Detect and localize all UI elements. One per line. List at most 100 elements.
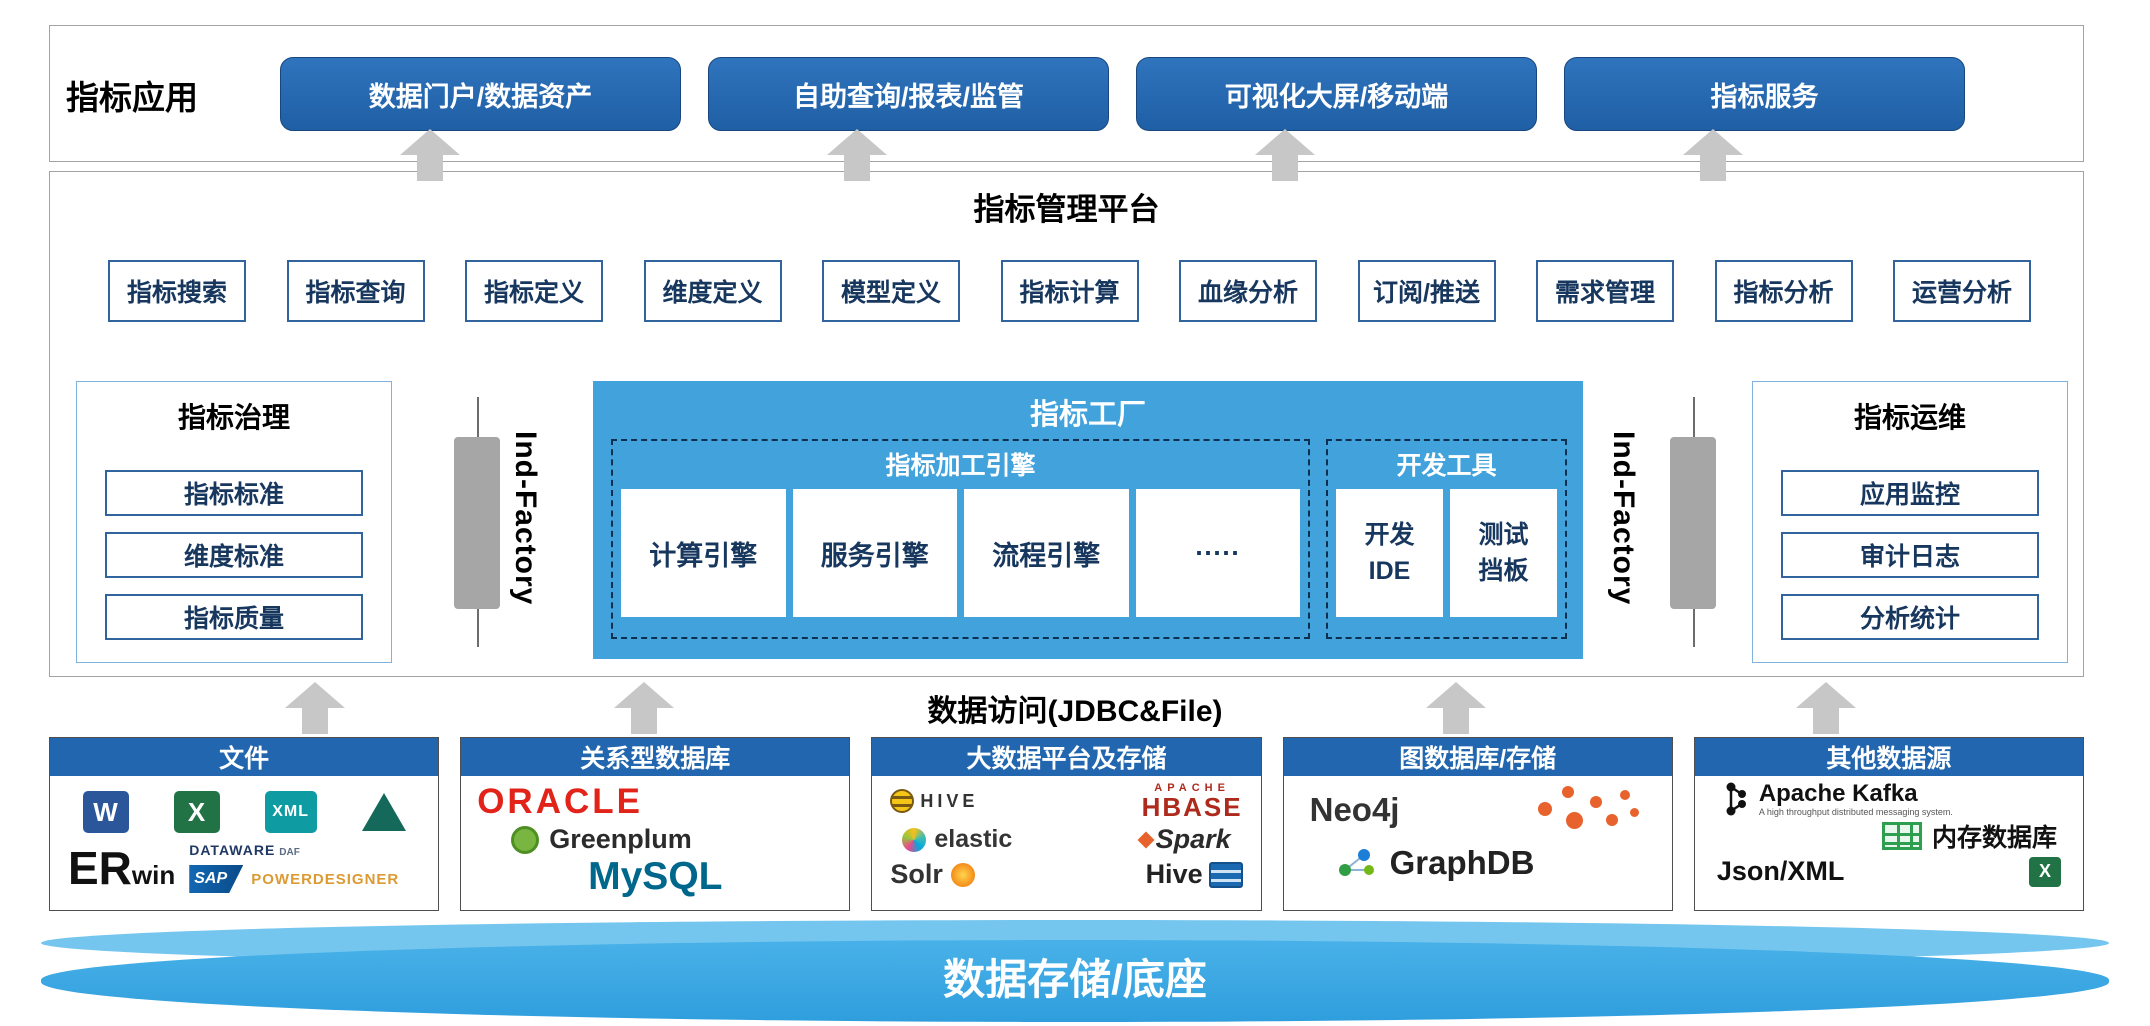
devtools-title: 开发工具 bbox=[1396, 452, 1497, 480]
tool-dev-line2: IDE bbox=[1368, 557, 1411, 585]
engine-service: 服务引擎 bbox=[792, 489, 957, 617]
arrow-up-icon bbox=[827, 129, 887, 181]
platform-modules: 指标搜索 指标查询 指标定义 维度定义 模型定义 指标计算 血缘分析 订阅/推送… bbox=[108, 260, 2031, 322]
pyramid-icon bbox=[361, 793, 406, 831]
datasource-bigdata-title: 大数据平台及存储 bbox=[872, 738, 1261, 776]
engine-compute: 计算引擎 bbox=[621, 489, 786, 617]
arrow-up-icon bbox=[1255, 129, 1315, 181]
datasource-rdbms: 关系型数据库 ORACLE Greenplum MySQL bbox=[460, 737, 851, 911]
oracle-logo: ORACLE bbox=[477, 782, 643, 821]
data-access-label: 数据访问(JDBC&File) bbox=[927, 695, 1223, 728]
excel-icon: X bbox=[173, 791, 220, 833]
governance-title: 指标治理 bbox=[177, 402, 290, 433]
engine-more: ····· bbox=[1135, 489, 1300, 617]
datasource-bigdata: 大数据平台及存储 HIVE APACHE HBASE elastic bbox=[871, 737, 1262, 911]
platform-title: 指标管理平台 bbox=[973, 192, 1160, 227]
dataware-logo: DATAWARE bbox=[189, 842, 276, 858]
arrow-up-icon bbox=[614, 682, 674, 734]
divider-bar bbox=[454, 437, 500, 609]
solr-logo: Solr bbox=[890, 859, 943, 889]
app-button-self-query: 自助查询/报表/监管 bbox=[708, 57, 1109, 131]
tool-test-line2: 挡板 bbox=[1478, 557, 1529, 585]
jsonxml-label: Json/XML bbox=[1716, 856, 1845, 886]
app-button-indicator-service: 指标服务 bbox=[1564, 57, 1965, 131]
module-query: 指标查询 bbox=[286, 260, 425, 322]
solr-sun-icon bbox=[950, 862, 975, 887]
arrow-up-icon bbox=[1683, 129, 1743, 181]
ops-box: 指标运维 应用监控 审计日志 分析统计 bbox=[1752, 381, 2068, 663]
datasource-files-title: 文件 bbox=[50, 738, 439, 776]
hbase-logo: APACHE HBASE bbox=[1142, 782, 1243, 820]
storage-label: 数据存储/底座 bbox=[943, 955, 1207, 1003]
governance-item-quality: 指标质量 bbox=[105, 594, 363, 640]
kafka-icon bbox=[1726, 782, 1746, 816]
arrow-up-icon bbox=[400, 129, 460, 181]
datasource-rdbms-title: 关系型数据库 bbox=[461, 738, 850, 776]
governance-box: 指标治理 指标标准 维度标准 指标质量 bbox=[76, 381, 392, 663]
memdb-label: 内存数据库 bbox=[1932, 824, 2058, 852]
module-search: 指标搜索 bbox=[108, 260, 246, 322]
powerdesigner-logo: POWERDESIGNER bbox=[251, 870, 400, 888]
datasource-graph-title: 图数据库/存储 bbox=[1283, 738, 1672, 776]
daf-text: DAF bbox=[279, 847, 300, 858]
governance-item-standard: 指标标准 bbox=[105, 470, 363, 516]
network-icon bbox=[1338, 849, 1374, 876]
graphdb-logo: GraphDB bbox=[1389, 844, 1535, 881]
xml-icon: XML bbox=[264, 791, 317, 833]
module-operation-analysis: 运营分析 bbox=[1893, 260, 2031, 322]
erwin-win-text: win bbox=[131, 859, 176, 890]
erwin-logo: ERwin bbox=[68, 845, 175, 891]
tool-dev-line1: 开发 bbox=[1364, 520, 1415, 549]
neo4j-logo: Neo4j bbox=[1309, 791, 1400, 828]
word-icon: W bbox=[82, 791, 129, 833]
hive-caps-logo: HIVE bbox=[920, 790, 979, 811]
arrow-up-icon bbox=[285, 682, 345, 734]
platform-section: 指标管理平台 指标搜索 指标查询 指标定义 维度定义 模型定义 指标计算 血缘分… bbox=[49, 171, 2084, 677]
datasource-other-title: 其他数据源 bbox=[1694, 738, 2084, 776]
ind-factory-label-left: Ind-Factory bbox=[509, 431, 542, 606]
platform-midband: 指标治理 指标标准 维度标准 指标质量 Ind-Factory 指标工厂 指标加… bbox=[50, 381, 2083, 663]
kafka-tagline: A high throughput distributed messaging … bbox=[1758, 807, 1953, 818]
hbase-apache-text: APACHE bbox=[1154, 782, 1230, 794]
spark-logo: Spark bbox=[1155, 824, 1231, 854]
datasource-other: 其他数据源 Apache Kafka A high throughput bbox=[1693, 737, 2085, 911]
storage-base: 数据存储/底座 bbox=[41, 920, 2109, 1022]
module-demand: 需求管理 bbox=[1536, 260, 1674, 322]
module-lineage: 血缘分析 bbox=[1179, 260, 1317, 322]
ops-item-audit: 审计日志 bbox=[1781, 532, 2039, 578]
storage-cylinder-body bbox=[41, 940, 2109, 1022]
hbase-text: HBASE bbox=[1141, 792, 1243, 822]
arrow-up-icon bbox=[1796, 682, 1856, 734]
factory-title: 指标工厂 bbox=[1029, 399, 1146, 431]
module-definition: 指标定义 bbox=[465, 260, 603, 322]
module-dimension: 维度定义 bbox=[643, 260, 782, 322]
ops-title: 指标运维 bbox=[1853, 402, 1966, 433]
app-layer-label: 指标应用 bbox=[66, 78, 198, 116]
kafka-logo: Apache Kafka bbox=[1758, 779, 1918, 807]
module-compute: 指标计算 bbox=[1000, 260, 1139, 322]
hive-logo: Hive bbox=[1145, 859, 1203, 889]
hive-doc-icon bbox=[1208, 861, 1243, 888]
engine-group-title: 指标加工引擎 bbox=[885, 452, 1036, 480]
governance-item-dimension: 维度标准 bbox=[105, 532, 363, 578]
table-grid-icon bbox=[1882, 822, 1922, 850]
greenplum-icon bbox=[511, 825, 540, 854]
app-button-visualization: 可视化大屏/移动端 bbox=[1136, 57, 1537, 131]
module-model: 模型定义 bbox=[822, 260, 960, 322]
module-analysis: 指标分析 bbox=[1714, 260, 1853, 322]
module-subscribe: 订阅/推送 bbox=[1357, 260, 1496, 322]
tool-dev-ide: 开发 IDE bbox=[1336, 489, 1443, 617]
tool-test-line1: 测试 bbox=[1478, 520, 1529, 549]
spark-star-icon bbox=[1137, 831, 1155, 848]
elastic-logo: elastic bbox=[934, 825, 1013, 853]
tool-test-stub: 测试 挡板 bbox=[1450, 489, 1557, 617]
factory-box: 指标工厂 指标加工引擎 计算引擎 服务引擎 流程引擎 ····· 开发工具 bbox=[593, 381, 1583, 659]
ops-item-stats: 分析统计 bbox=[1781, 594, 2039, 640]
elastic-icon bbox=[902, 827, 927, 852]
greenplum-logo: Greenplum bbox=[549, 824, 692, 854]
engine-group: 指标加工引擎 计算引擎 服务引擎 流程引擎 ····· bbox=[611, 439, 1310, 639]
mysql-logo: MySQL bbox=[588, 855, 723, 898]
